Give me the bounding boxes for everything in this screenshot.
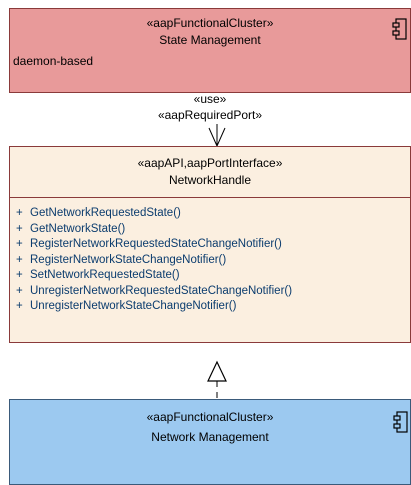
operation-item[interactable]: + SetNetworkRequestedState() [10,268,292,284]
operation-name: RegisterNetworkStateChangeNotifier() [30,253,227,266]
visibility-marker: + [16,222,23,235]
network-handle-divider [10,197,410,198]
operation-item[interactable]: + GetNetworkState() [10,222,292,238]
state-management-name: State Management [159,33,261,47]
network-management-name: Network Management [151,430,269,444]
component-icon [392,18,407,40]
operation-item[interactable]: + GetNetworkRequestedState() [10,206,292,222]
operation-item[interactable]: + UnregisterNetworkRequestedStateChangeNo… [10,284,292,300]
visibility-marker: + [16,300,23,312]
operation-name: GetNetworkRequestedState() [30,207,181,219]
operation-item[interactable]: + RegisterNetworkStateChangeNotifier() [10,253,292,269]
network-management-component[interactable]: «aapFunctionalCluster» Network Managemen… [9,399,411,485]
dependency-port-label: «aapRequiredPort» [157,108,263,122]
visibility-marker: + [16,207,23,219]
operation-item[interactable]: + UnregisterNetworkStateChangeNotifier() [10,299,292,315]
operation-name: UnregisterNetworkRequestedStateChangeNot… [30,284,293,297]
visibility-marker: + [16,253,23,266]
state-management-component[interactable]: «aapFunctionalCluster» State Management … [9,8,411,93]
visibility-marker: + [16,238,23,250]
operation-item[interactable]: + RegisterNetworkRequestedStateChangeNoti… [10,237,292,253]
network-handle-stereotype: «aapAPI,aapPortInterface» [137,156,283,170]
network-management-stereotype: «aapFunctionalCluster» [146,410,274,424]
operations-list: + GetNetworkRequestedState() + GetNetworkS… [10,206,292,315]
visibility-marker: + [16,284,23,297]
operation-name: GetNetworkState() [30,222,126,235]
dependency-use-label: «use» [193,92,227,106]
operation-name: SetNetworkRequestedState() [30,269,180,281]
state-management-stereotype: «aapFunctionalCluster» [146,16,274,30]
visibility-marker: + [16,269,23,281]
operation-name: UnregisterNetworkStateChangeNotifier() [30,300,237,312]
operation-name: RegisterNetworkRequestedStateChangeNotif… [30,238,282,250]
component-icon [393,411,408,433]
state-management-tag: daemon-based [13,54,94,68]
network-handle-name: NetworkHandle [168,173,252,187]
